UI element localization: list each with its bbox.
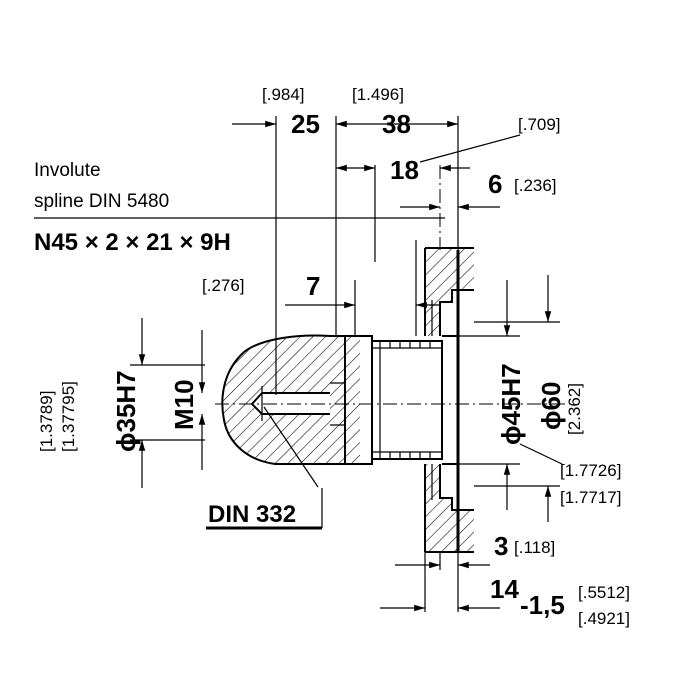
- spline-note-line2: spline DIN 5480: [34, 191, 169, 212]
- dim-m10: M10: [169, 379, 199, 430]
- dim-phi45-inch-a: [1.7726]: [560, 461, 621, 480]
- dim-18: 18: [390, 155, 419, 185]
- dim-3: 3: [494, 531, 508, 561]
- dim-3-inch: [.118]: [514, 538, 555, 557]
- dim-14: 14: [490, 574, 519, 604]
- spline-note-line1: Involute: [34, 160, 101, 181]
- dim-phi60: ϕ60: [536, 382, 566, 430]
- dim-phi35: ϕ35H7: [111, 370, 141, 452]
- spline-code: N45 × 2 × 21 × 9H: [34, 229, 231, 256]
- dim-6-inch: [.236]: [514, 176, 557, 195]
- dim-18-inch: [.709]: [518, 115, 561, 134]
- dim-7-inch: [.276]: [202, 276, 245, 295]
- dimension-lines: [138, 120, 563, 612]
- dim-phi35-inch-a: [1.3789]: [37, 391, 56, 452]
- dim-phi45-inch-b: [1.7717]: [560, 488, 621, 507]
- dim-7: 7: [306, 271, 320, 301]
- dim-25-inch: [.984]: [262, 85, 305, 104]
- dim-14-inch-b: [.4921]: [578, 609, 630, 628]
- housing-section: [424, 247, 474, 553]
- dim-38-inch: [1.496]: [352, 85, 404, 104]
- dim-phi45: ϕ45H7: [496, 363, 526, 445]
- dim-14-tolerance: -1,5: [520, 590, 565, 620]
- dim-phi35-inch-b: [1.37795]: [59, 381, 78, 452]
- dim-6: 6: [488, 169, 502, 199]
- dim-38: 38: [382, 109, 411, 139]
- din-332-label: DIN 332: [208, 501, 296, 528]
- dim-25: 25: [291, 109, 320, 139]
- shaft-section: [221, 334, 459, 465]
- dim-phi60-inch: [2.362]: [565, 383, 584, 435]
- dim-14-inch-a: [.5512]: [578, 583, 630, 602]
